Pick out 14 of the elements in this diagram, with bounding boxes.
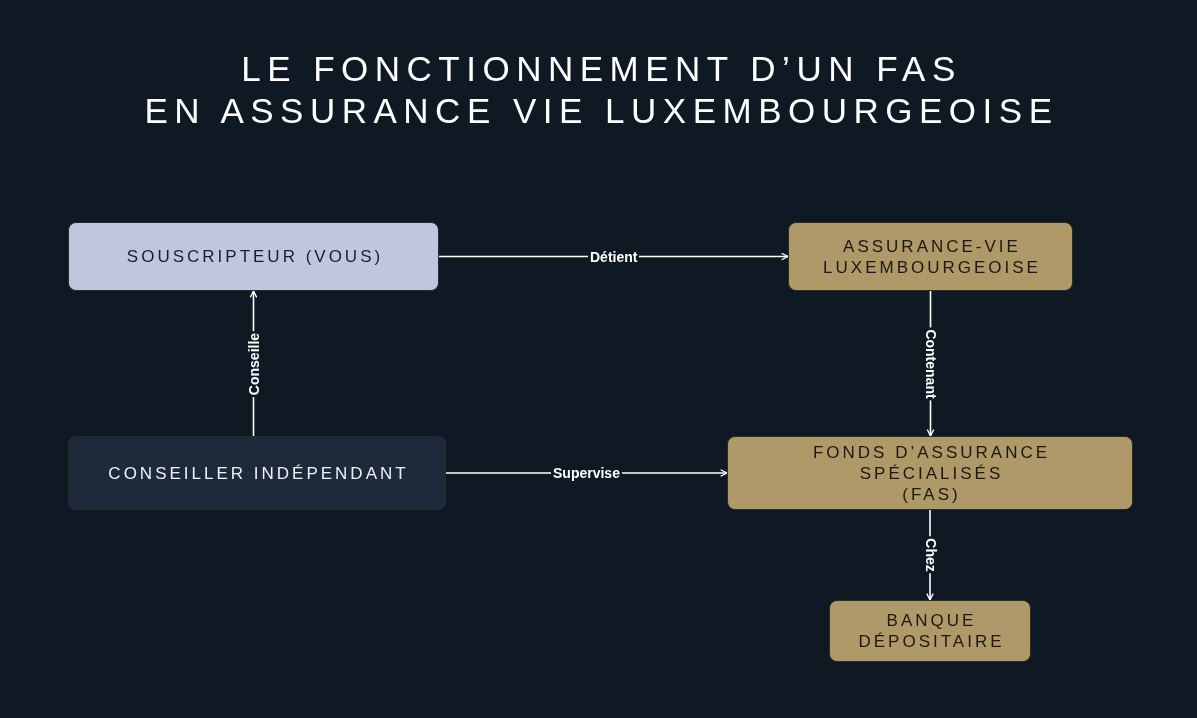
process-box: [727, 436, 1133, 510]
box-label: SOUSCRIPTEUR (VOUS): [125, 246, 384, 267]
edge-label: Supervise: [551, 465, 622, 481]
process-box: [68, 436, 446, 510]
box-label: CONSEILLER INDÉPENDANT: [107, 462, 409, 484]
process-box: [788, 222, 1073, 291]
box-label: FONDS D’ASSURANCE SPÉCIALISÉS (FAS): [811, 441, 1051, 505]
process-box: [68, 222, 439, 291]
box-label: ASSURANCE-VIE LUXEMBOURGEOISE: [822, 235, 1042, 278]
box-label: BANQUE DÉPOSITAIRE: [857, 610, 1006, 652]
process-box: [829, 600, 1031, 662]
edge-label: Détient: [588, 248, 640, 265]
diagram-title: LE FONCTIONNEMENT D’UN FAS EN ASSURANCE VIE LUXEMBOURGEOISE: [143, 48, 1060, 132]
edge-label: Conseille: [245, 330, 262, 397]
